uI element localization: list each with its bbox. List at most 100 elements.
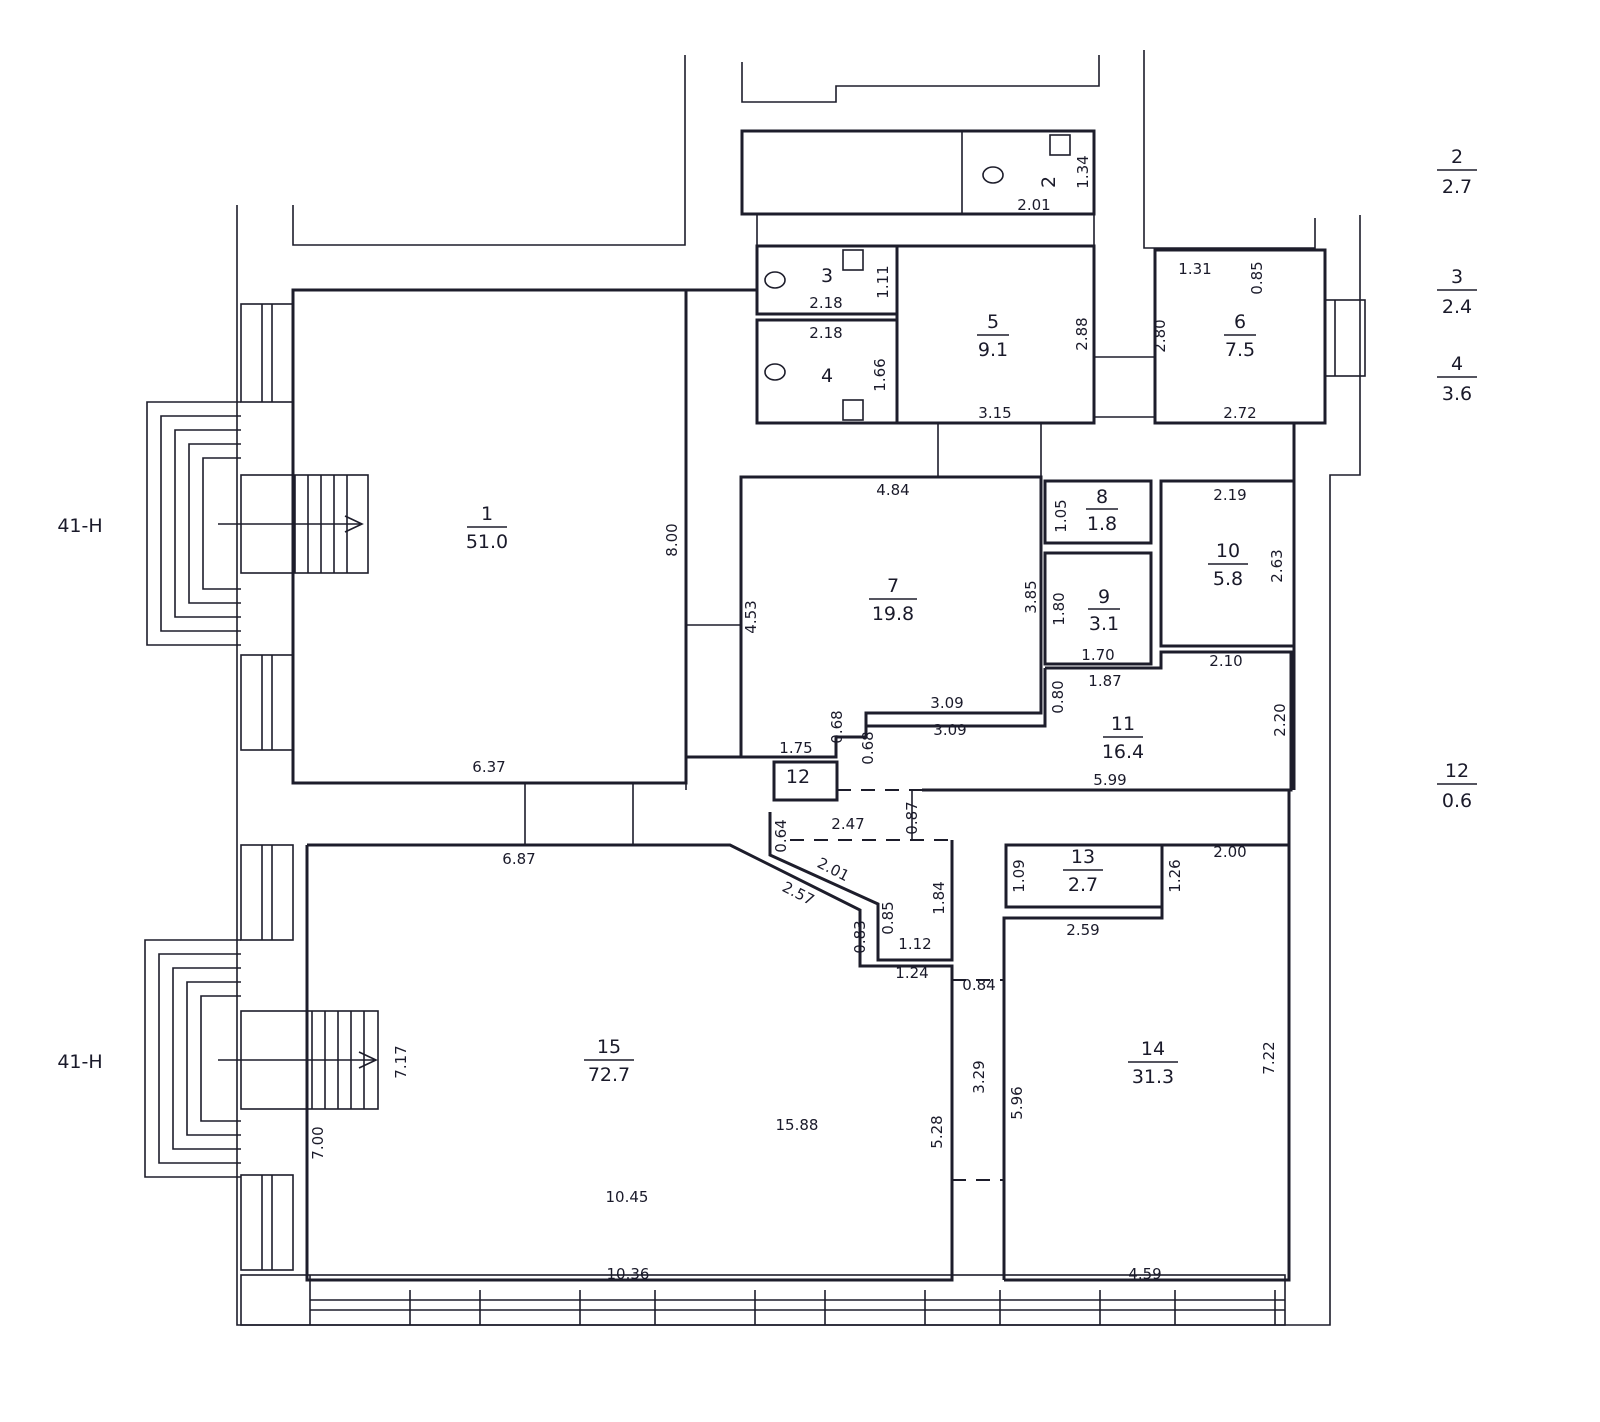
dimension-label: 5.96	[1008, 1086, 1026, 1119]
side-area: 3.6	[1442, 383, 1472, 405]
room-7-label: 7 19.8	[869, 575, 917, 625]
room-1-label: 1 51.0	[466, 503, 508, 553]
side-number: 2	[1451, 146, 1463, 168]
room-6-label: 6 7.5	[1224, 311, 1256, 361]
dimension-label: 0.85	[879, 901, 897, 934]
walls	[144, 50, 1366, 1326]
dimension-label: 7.00	[309, 1126, 327, 1159]
dimension-label: 1.34	[1074, 155, 1092, 188]
dimension-label: 2.88	[1073, 317, 1091, 350]
room-14-label: 14 31.3	[1128, 1038, 1178, 1088]
dimension-label: 0.85	[1248, 261, 1266, 294]
room-10-label: 10 5.8	[1208, 540, 1248, 590]
dimension-label: 2.59	[1066, 921, 1099, 939]
dimension-label: 2.01	[1017, 196, 1050, 214]
room-number: 11	[1111, 713, 1135, 735]
side-label-2: 2 2.7	[1437, 146, 1477, 198]
dimension-label: 3.09	[930, 694, 963, 712]
room-number: 6	[1234, 311, 1246, 333]
room-area: 5.8	[1213, 568, 1243, 590]
dimension-label: 2.63	[1268, 549, 1286, 582]
dimension-label: 2.47	[831, 815, 864, 833]
dimension-label: 0.68	[828, 710, 846, 743]
side-number: 12	[1445, 760, 1469, 782]
dimension-label: 7.22	[1260, 1041, 1278, 1074]
dimension-label: 6.37	[472, 758, 505, 776]
dimension-label: 1.75	[779, 739, 812, 757]
dimension-label: 2.00	[1213, 843, 1246, 861]
side-labels: 2 2.7 3 2.4 4 3.6 12 0.6	[1437, 146, 1477, 812]
toilet-icon	[764, 166, 1004, 381]
room-number: 7	[887, 575, 899, 597]
dimension-label: 0.80	[1049, 680, 1067, 713]
room-9-label: 9 3.1	[1088, 586, 1120, 635]
side-label-12: 12 0.6	[1437, 760, 1477, 812]
room-area: 1.8	[1087, 513, 1117, 535]
dimension-label: 1.84	[930, 881, 948, 914]
room-area: 51.0	[466, 531, 508, 553]
dimension-label: 2.10	[1209, 652, 1242, 670]
room-area: 31.3	[1132, 1066, 1174, 1088]
side-number: 4	[1451, 353, 1463, 375]
dimension-label: 6.87	[502, 850, 535, 868]
dimension-label: 0.87	[903, 801, 921, 834]
dimension-label: 1.26	[1166, 859, 1184, 892]
room-number: 9	[1098, 586, 1110, 608]
dimension-label: 10.45	[606, 1188, 649, 1206]
dimension-label: 10.36	[607, 1265, 650, 1283]
dimension-label: 1.31	[1178, 260, 1211, 278]
dimension-label: 0.84	[962, 976, 995, 994]
side-area: 2.7	[1442, 176, 1472, 198]
dimension-label: 4.84	[876, 481, 909, 499]
side-number: 3	[1451, 266, 1463, 288]
dimension-label: 15.88	[776, 1116, 819, 1134]
room-11-label: 11 16.4	[1102, 713, 1144, 763]
dimension-label: 2.80	[1151, 319, 1169, 352]
dimension-label: 2.01	[814, 854, 852, 885]
dimension-label: 5.28	[928, 1115, 946, 1148]
dimension-label: 3.85	[1022, 580, 1040, 613]
room-4-number: 4	[821, 365, 833, 387]
dimension-label: 7.17	[392, 1045, 410, 1078]
room-5-label: 5 9.1	[977, 311, 1009, 361]
room-area: 2.7	[1068, 874, 1098, 896]
dimension-label: 1.11	[874, 265, 892, 298]
dimension-label: 0.68	[859, 731, 877, 764]
dimension-label: 0.83	[851, 920, 869, 953]
room-area: 9.1	[978, 339, 1008, 361]
dimension-label: 1.87	[1088, 672, 1121, 690]
room-area: 7.5	[1225, 339, 1255, 361]
room-12-number: 12	[786, 766, 810, 788]
dimension-label: 2.18	[809, 294, 842, 312]
dimension-label: 3.15	[978, 404, 1011, 422]
dimension-label: 5.99	[1093, 771, 1126, 789]
dimension-label: 1.80	[1050, 592, 1068, 625]
room-number: 5	[987, 311, 999, 333]
room-number: 8	[1096, 486, 1108, 508]
dimension-label: 3.09	[933, 721, 966, 739]
room-labels: 1 51.0 2 3 4 5 9.1 6 7.5 7 19.8 8 1.8 9	[466, 176, 1256, 1088]
dimension-labels: 8.00 6.37 1.34 2.01 1.11 2.18 2.18 1.66 …	[309, 155, 1289, 1283]
room-number: 14	[1141, 1038, 1165, 1060]
dimension-label: 1.09	[1010, 859, 1028, 892]
room-area: 72.7	[588, 1064, 630, 1086]
room-number: 10	[1216, 540, 1240, 562]
sink-icon	[842, 134, 1071, 421]
side-label-4: 4 3.6	[1437, 353, 1477, 405]
side-label-3: 3 2.4	[1437, 266, 1477, 318]
dimension-label: 2.19	[1213, 486, 1246, 504]
dimension-label: 1.12	[898, 935, 931, 953]
dimension-label: 3.29	[970, 1060, 988, 1093]
room-area: 16.4	[1102, 741, 1144, 763]
dimension-label: 4.59	[1128, 1265, 1161, 1283]
room-2-number: 2	[1038, 176, 1060, 188]
dimension-label: 2.20	[1271, 703, 1289, 736]
room-8-label: 8 1.8	[1086, 486, 1118, 535]
dimension-label: 2.57	[779, 878, 817, 909]
dimension-label: 8.00	[663, 523, 681, 556]
entrance-label: 41-Н	[57, 1051, 102, 1073]
room-number: 1	[481, 503, 493, 525]
dimension-label: 2.18	[809, 324, 842, 342]
entrance-label: 41-Н	[57, 515, 102, 537]
